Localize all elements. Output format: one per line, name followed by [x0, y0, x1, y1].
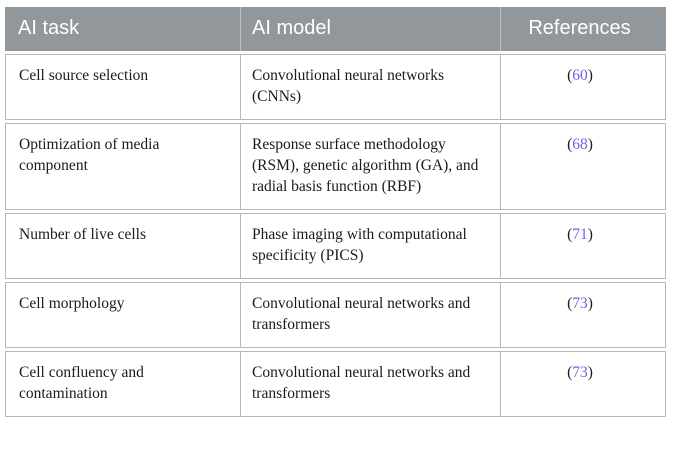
- cell-reference: (60): [500, 54, 666, 120]
- reference-close-paren: ): [587, 136, 593, 153]
- reference-link[interactable]: 68: [572, 136, 588, 153]
- column-header-ai-task: AI task: [5, 7, 240, 51]
- cell-ai-model: Response surface methodology (RSM), gene…: [240, 123, 500, 210]
- cell-reference: (73): [500, 351, 666, 417]
- column-header-references: References: [500, 7, 666, 51]
- cell-ai-task: Optimization of media component: [5, 123, 240, 210]
- cell-reference: (73): [500, 282, 666, 348]
- table-row: Cell source selection Convolutional neur…: [5, 54, 666, 120]
- reference-link[interactable]: 73: [572, 295, 588, 312]
- reference-close-paren: ): [587, 364, 593, 381]
- ai-applications-table: AI task AI model References Cell source …: [5, 4, 666, 420]
- table-row: Number of live cells Phase imaging with …: [5, 213, 666, 279]
- table-row: Cell morphology Convolutional neural net…: [5, 282, 666, 348]
- reference-open-paren: (: [567, 295, 573, 312]
- reference-open-paren: (: [567, 226, 573, 243]
- reference-close-paren: ): [587, 67, 593, 84]
- cell-ai-task: Cell source selection: [5, 54, 240, 120]
- reference-close-paren: ): [587, 226, 593, 243]
- cell-ai-model: Convolutional neural networks and transf…: [240, 351, 500, 417]
- table-body: Cell source selection Convolutional neur…: [5, 54, 666, 417]
- cell-ai-task: Number of live cells: [5, 213, 240, 279]
- cell-ai-task: Cell confluency and contamination: [5, 351, 240, 417]
- cell-ai-model: Convolutional neural networks (CNNs): [240, 54, 500, 120]
- reference-open-paren: (: [567, 364, 573, 381]
- table-row: Optimization of media component Response…: [5, 123, 666, 210]
- reference-link[interactable]: 71: [572, 226, 588, 243]
- reference-open-paren: (: [567, 136, 573, 153]
- reference-link[interactable]: 60: [572, 67, 588, 84]
- cell-ai-model: Phase imaging with computational specifi…: [240, 213, 500, 279]
- reference-close-paren: ): [587, 295, 593, 312]
- reference-open-paren: (: [567, 67, 573, 84]
- cell-ai-task: Cell morphology: [5, 282, 240, 348]
- table-row: Cell confluency and contamination Convol…: [5, 351, 666, 417]
- table-header: AI task AI model References: [5, 7, 666, 51]
- reference-link[interactable]: 73: [572, 364, 588, 381]
- cell-reference: (71): [500, 213, 666, 279]
- header-row: AI task AI model References: [5, 7, 666, 51]
- column-header-ai-model: AI model: [240, 7, 500, 51]
- cell-reference: (68): [500, 123, 666, 210]
- cell-ai-model: Convolutional neural networks and transf…: [240, 282, 500, 348]
